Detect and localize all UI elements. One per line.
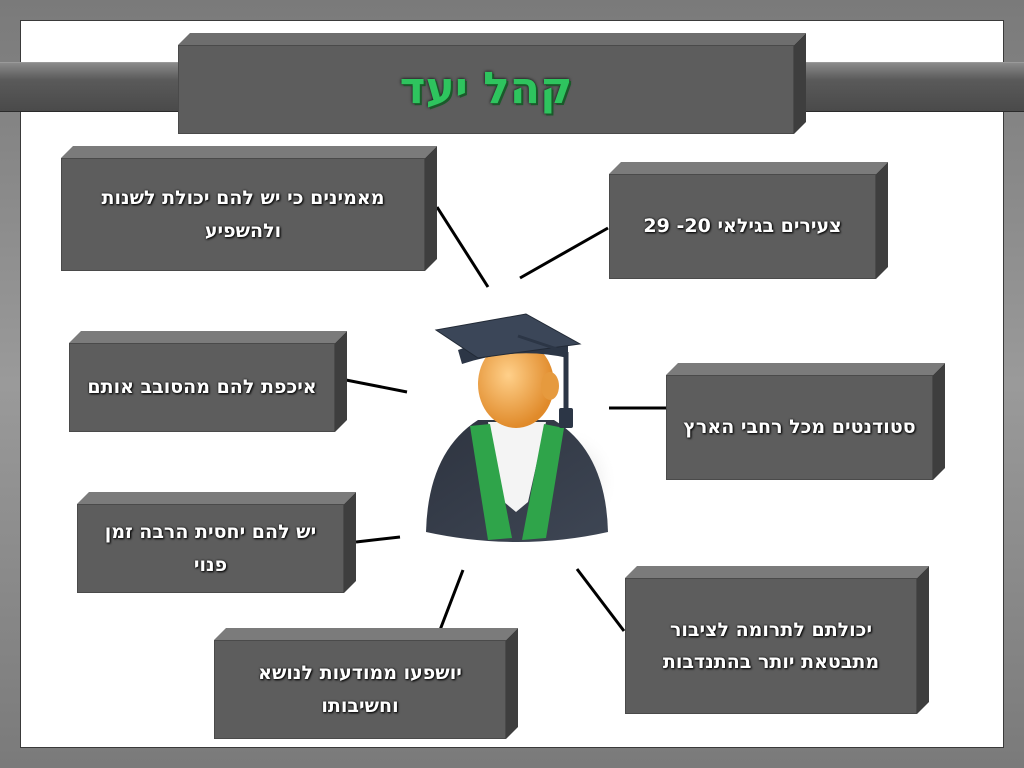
connector-line-1	[435, 206, 490, 288]
graduate-icon	[426, 313, 614, 542]
audience-box-2: צעירים בגילאי 20- 29	[609, 162, 888, 279]
audience-box-text: יכולתם לתרומה לציבור מתבטאת יותר בהתנדבו…	[625, 578, 917, 714]
audience-box-text: יושפעו ממודעות לנושא וחשיבותו	[214, 640, 506, 739]
connector-line-3	[345, 378, 408, 394]
audience-box-text: מאמינים כי יש להם יכולת לשנות ולהשפיע	[61, 158, 425, 271]
audience-box-text: איכפת להם מהסובב אותם	[69, 343, 335, 432]
audience-box-1: מאמינים כי יש להם יכולת לשנות ולהשפיע	[61, 146, 437, 271]
connector-line-5	[355, 535, 401, 544]
connector-line-7	[438, 569, 465, 631]
connector-line-2	[519, 226, 609, 280]
audience-box-text: צעירים בגילאי 20- 29	[609, 174, 876, 279]
connector-line-6	[575, 568, 626, 632]
audience-box-text: יש להם יחסית הרבה זמן פנוי	[77, 504, 344, 593]
audience-box-5: יש להם יחסית הרבה זמן פנוי	[77, 492, 356, 593]
page-title: קהל יעד	[178, 45, 794, 134]
audience-box-4: סטודנטים מכל רחבי הארץ	[666, 363, 945, 480]
audience-box-text: סטודנטים מכל רחבי הארץ	[666, 375, 933, 480]
audience-box-7: יושפעו ממודעות לנושא וחשיבותו	[214, 628, 518, 739]
audience-box-6: יכולתם לתרומה לציבור מתבטאת יותר בהתנדבו…	[625, 566, 929, 714]
audience-box-3: איכפת להם מהסובב אותם	[69, 331, 347, 432]
title-box: קהל יעד	[178, 33, 806, 134]
